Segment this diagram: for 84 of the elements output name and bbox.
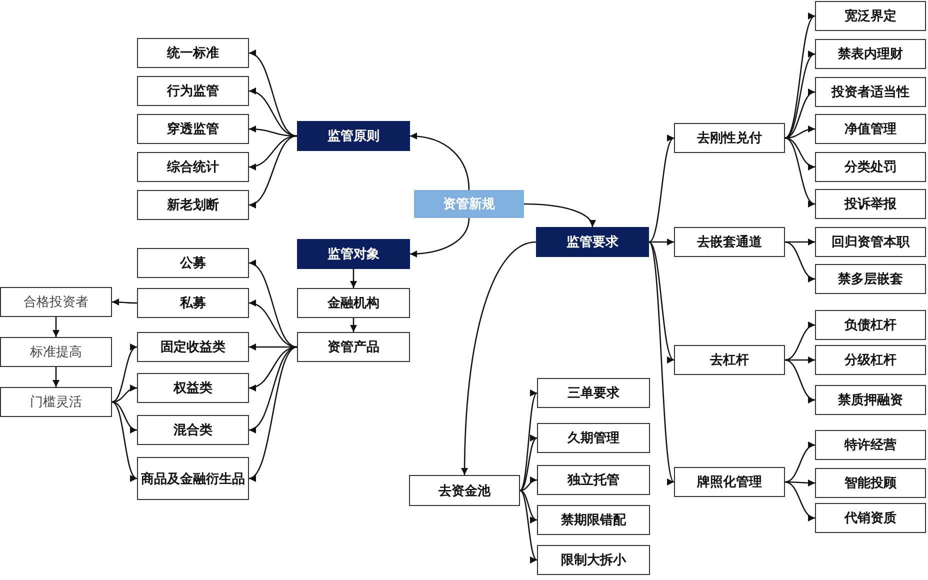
topic-box: 监管要求 [536,227,649,257]
arrow [785,356,815,364]
arrow [784,126,816,139]
item-box: 穿透监管 [137,114,249,144]
item-box: 合格投资者 [0,287,112,317]
item-box: 门槛灵活 [0,387,112,417]
item-box: 投诉举报 [815,189,926,219]
arrow [520,437,538,492]
arrow [520,477,538,492]
arrow [784,137,816,205]
item-box: 统一标准 [137,38,249,68]
item-box: 公募 [137,248,249,278]
item-box: 私募 [137,288,249,318]
item-box: 回归资管本职 [815,227,926,257]
item-box: 禁多层嵌套 [815,264,926,294]
item-box: 固定收益类 [137,332,249,362]
item-box: 分类处罚 [815,152,926,182]
arrow [785,238,815,246]
arrow [410,218,470,258]
arrow [248,300,298,348]
arrow [784,53,816,139]
arrow [248,88,298,137]
item-box: 独立托管 [537,465,650,495]
arrow [350,269,357,288]
arrow [648,242,675,482]
item-box: 金融机构 [297,288,410,318]
item-box: 久期管理 [537,423,650,453]
root-topic-box: 资管新规 [414,190,524,218]
arrow [112,401,138,480]
item-box: 新老划断 [137,190,249,220]
arrow [52,317,60,337]
item-box: 三单要求 [537,378,650,408]
item-box: 宽泛界定 [815,1,926,31]
arrow [784,137,816,170]
arrow [784,481,816,520]
item-box: 去杠杆 [674,345,785,375]
arrow [784,322,816,361]
item-box: 行为监管 [137,76,249,106]
item-box: 净值管理 [815,114,926,144]
arrow [112,298,137,306]
item-box: 去刚性兑付 [674,123,785,153]
item-box: 禁质押融资 [815,385,926,415]
item-box: 禁表内理财 [815,39,926,69]
item-box: 权益类 [137,373,249,403]
item-box: 标准提高 [0,337,112,367]
arrow [52,367,60,387]
arrow [784,15,816,139]
item-box: 综合统计 [137,152,249,182]
arrow [785,479,815,486]
item-box: 智能投顾 [815,468,926,498]
arrow [112,346,138,403]
arrow [520,490,538,561]
item-box: 商品及金融衍生品 [137,457,249,500]
arrow [784,241,816,281]
item-box: 资管产品 [297,332,410,362]
arrow [648,242,674,360]
arrow [784,443,816,483]
arrow [112,385,138,403]
item-box: 分级杠杆 [815,345,926,375]
item-box: 限制大拆小 [537,545,650,575]
arrow [520,392,538,491]
item-box: 牌照化管理 [674,467,785,497]
item-box: 混合类 [137,415,249,445]
arrow [350,318,357,332]
arrow [649,238,674,246]
arrow [524,203,595,228]
item-box: 投资者适当性 [815,77,926,107]
arrow [248,346,298,480]
item-box: 负债杠杆 [815,310,926,340]
item-box: 特许经营 [815,430,926,460]
arrow [784,359,816,402]
arrow [520,490,538,522]
arrow [410,132,470,190]
item-box: 禁期限错配 [537,505,650,535]
arrow [112,401,138,432]
item-box: 代销资质 [815,503,926,533]
arrow [648,137,674,243]
item-box: 去嵌套通道 [674,227,785,257]
topic-box: 监管对象 [297,239,410,269]
topic-box: 监管原则 [297,121,410,151]
arrow [461,241,536,476]
arrow [248,135,298,207]
item-box: 去资金池 [409,475,520,506]
arrow [248,346,298,390]
